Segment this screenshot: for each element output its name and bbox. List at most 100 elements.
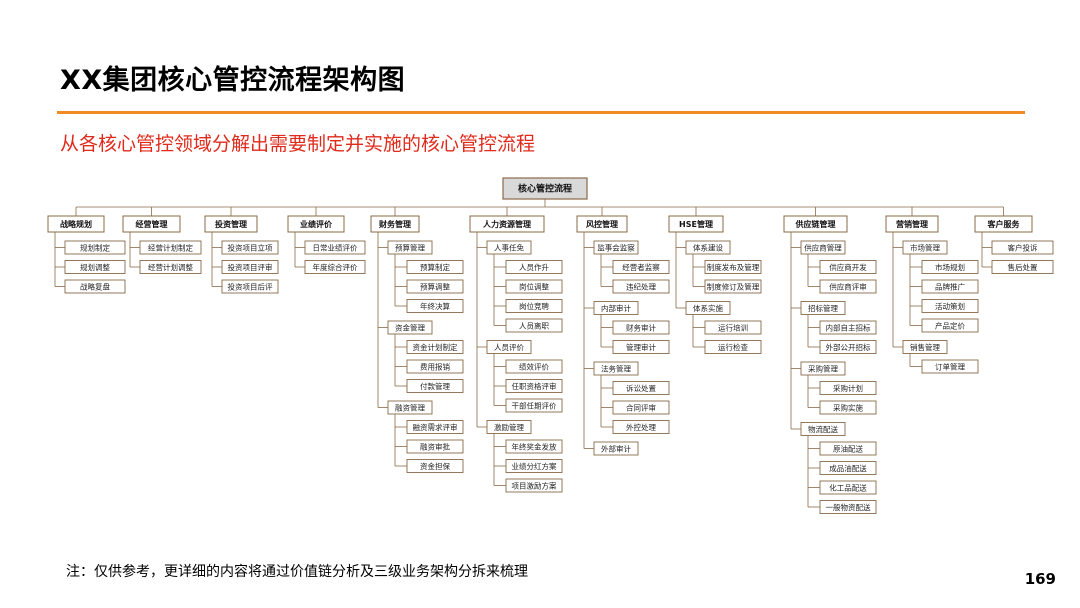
process-node-label: 预算制定 (420, 262, 450, 272)
process-node-label: 财务审计 (626, 323, 656, 333)
process-node-label: 资金计划制定 (413, 342, 458, 352)
process-node-label: 制度发布及管理 (707, 262, 760, 272)
process-node-box (819, 400, 877, 415)
process-node-box (221, 279, 279, 294)
process-node-box (406, 420, 464, 434)
process-node-box (819, 381, 877, 395)
subdomain-node-box (387, 400, 433, 415)
process-node: 成品油配送 (819, 461, 877, 475)
process-node-box (505, 439, 563, 454)
process-node: 一般物资配送 (819, 500, 877, 514)
process-node-label: 年终奖金发放 (512, 442, 557, 452)
process-node-label: 内部自主招标 (826, 323, 871, 333)
process-node-box (612, 260, 670, 274)
process-node-box (139, 260, 202, 274)
process-node-box (406, 299, 464, 313)
domain-node-label: 客户服务 (987, 219, 1021, 229)
domain-node: 财务管理 (370, 215, 420, 233)
process-node-label: 产品定价 (935, 321, 965, 331)
process-node-label: 战略复盘 (80, 282, 110, 292)
process-node: 资金担保 (406, 459, 464, 473)
subdomain-node-box (902, 340, 948, 354)
process-node-box (64, 240, 126, 255)
subdomain-node-label: 资金管理 (395, 323, 425, 333)
process-node: 投资项目评审 (221, 260, 279, 274)
process-node-label: 售后处置 (1008, 262, 1038, 272)
subdomain-node: 法务管理 (593, 361, 639, 376)
domain-node-label: 风控管理 (586, 219, 618, 229)
page-subtitle: 从各核心管控领域分解出需要制定并实施的核心管控流程 (60, 133, 536, 155)
domain-node: 供应链管理 (783, 215, 848, 233)
process-node-label: 经营计划调整 (148, 262, 193, 272)
process-node: 售后处置 (991, 260, 1054, 274)
root-node-label: 核心管控流程 (518, 183, 572, 195)
subdomain-node-box (593, 361, 639, 376)
subdomain-node-label: 销售管理 (910, 342, 940, 352)
process-node-box (139, 240, 202, 255)
domain-node-label: 财务管理 (378, 219, 411, 229)
process-node-box (505, 279, 563, 294)
domain-node-label: 经营管理 (136, 219, 168, 229)
process-node: 诉讼处置 (612, 381, 670, 395)
process-node-box (991, 240, 1054, 255)
process-node-label: 采购实施 (833, 403, 863, 413)
subdomain-node-label: 市场管理 (910, 243, 940, 253)
process-node-label: 订单管理 (935, 362, 965, 372)
process-node: 客户投诉 (991, 240, 1054, 255)
process-node: 内部自主招标 (819, 320, 877, 335)
title-divider (57, 111, 1025, 114)
process-node: 市场规划 (921, 260, 979, 274)
process-node-box (505, 459, 563, 473)
process-node-label: 制度修订及管理 (707, 282, 760, 292)
subdomain-node-box (685, 301, 731, 315)
process-node-box (819, 500, 877, 514)
process-node: 制度发布及管理 (704, 260, 762, 274)
process-node: 任职资格评审 (505, 379, 563, 393)
process-node: 规划调整 (64, 260, 126, 274)
process-node-box (304, 240, 366, 255)
subdomain-node-box (800, 361, 846, 376)
subdomain-node-box (486, 420, 532, 434)
subdomain-node: 人员评价 (486, 340, 532, 354)
process-node-box (612, 381, 670, 395)
process-node: 付款管理 (406, 379, 464, 393)
domain-node-box (783, 215, 848, 233)
process-node-box (406, 359, 464, 374)
process-node-box (221, 260, 279, 274)
process-node-box (921, 359, 979, 374)
domain-node-box (885, 215, 939, 233)
process-node-label: 日常业绩评价 (313, 243, 358, 253)
subdomain-node-box (593, 301, 639, 315)
process-node-label: 业绩分红方案 (512, 461, 557, 471)
process-node: 订单管理 (921, 359, 979, 374)
process-node-label: 投资项目评审 (228, 262, 273, 272)
process-node: 业绩分红方案 (505, 459, 563, 473)
process-node-box (704, 320, 762, 335)
process-node: 战略复盘 (64, 279, 126, 294)
domain-node-box (370, 215, 420, 233)
process-node-box (406, 260, 464, 274)
subdomain-node: 物流配送 (800, 422, 846, 436)
process-node-label: 运行培训 (718, 323, 748, 333)
process-node-box (704, 260, 762, 274)
subdomain-node: 内部审计 (593, 301, 639, 315)
process-node-label: 岗位调整 (519, 282, 549, 292)
process-node-box (406, 379, 464, 393)
domain-node-box (668, 215, 724, 233)
subdomain-node-label: 物流配送 (808, 424, 838, 434)
process-node: 年终奖金发放 (505, 439, 563, 454)
subdomain-node: 资金管理 (387, 320, 433, 335)
subdomain-node: 监事会监察 (593, 240, 639, 255)
subdomain-node-label: 外部审计 (601, 444, 631, 454)
process-node-label: 诉讼处置 (626, 383, 656, 393)
process-node: 活动策划 (921, 299, 979, 313)
process-node: 年度综合评价 (304, 260, 366, 274)
subdomain-node-label: 人员评价 (494, 343, 524, 352)
process-node-box (612, 320, 670, 335)
subdomain-node-box (593, 240, 639, 255)
domain-node: HSE管理 (668, 215, 724, 233)
process-node: 制度修订及管理 (704, 279, 762, 294)
process-node: 品牌推广 (921, 279, 979, 294)
process-node-box (505, 318, 563, 333)
process-node-label: 一般物资配送 (826, 502, 871, 512)
